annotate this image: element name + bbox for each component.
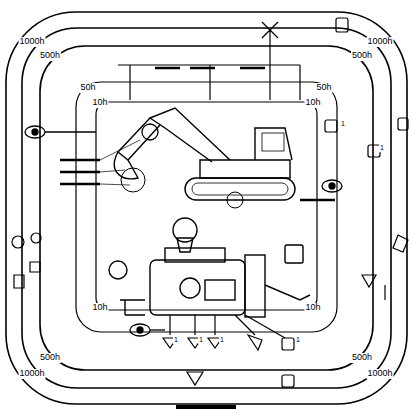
drawing-part [285,245,303,263]
callout-number: 1 [198,336,204,344]
callout-number: 1 [173,336,179,344]
drawing-part [114,152,138,179]
drawing-part [142,124,158,140]
drawing-part [209,65,210,100]
drawing-part [398,118,408,130]
drawing-part [129,65,130,100]
drawing-part [180,278,200,298]
drawing-part [245,315,285,338]
drawing-part [262,133,284,151]
drawing-part [282,375,294,387]
drawing-part [155,67,265,70]
callout-number: 1 [379,144,385,152]
interval-label: 500h [39,51,61,61]
interval-label: 50h [79,83,96,93]
interval-label: 500h [351,51,373,61]
drawing-part [150,260,245,315]
interval-label: 1000h [366,37,393,47]
drawing-part [205,280,235,300]
drawing-part [150,329,165,330]
ring-500h [40,46,373,370]
drawing-part [100,140,140,185]
ring-10h [96,102,317,310]
drawing-part [262,22,278,100]
drawing-part [12,236,24,248]
check-eyes [25,124,342,336]
drawing-part [118,64,300,65]
drawing-part [362,275,376,287]
drawing-part [214,315,215,335]
drawing-part [118,118,160,160]
drawing-part [169,315,170,335]
drawing-part [336,18,348,32]
drawing-part [300,199,335,201]
side-grease-points [60,140,335,200]
ring-50h [76,82,337,332]
drawing-part [165,248,225,262]
interval-label: 500h [351,353,373,363]
drawing-part [31,233,41,243]
interval-label: 1000h [18,369,45,379]
drawing-part [245,255,265,317]
drawing-part [299,65,300,100]
drawing-part [325,120,337,132]
drawing-part [14,262,40,288]
interval-label: 10h [91,303,108,313]
drawing-part [150,108,230,162]
excavator [114,108,295,208]
interval-label: 10h [304,98,321,108]
drawing-part [177,238,193,252]
drawing-part [329,183,335,189]
interval-label: 10h [304,303,321,313]
interval-label: 500h [39,353,61,363]
drawing-part [6,12,407,404]
drawing-part [200,160,290,178]
edge-icons [12,118,408,300]
callout-number: 1 [295,336,301,344]
interval-label: 1000h [18,37,45,47]
callout-number: 1 [340,120,346,128]
interval-label: 1000h [366,369,393,379]
drawing-part [194,315,195,335]
outer-border [6,12,407,404]
drawing-part [282,338,294,350]
interval-label: 10h [91,98,108,108]
drawing-part [130,324,150,336]
interval-label: 50h [315,83,332,93]
drawing-part [137,327,143,333]
drawing-part [235,315,255,335]
drawing-part [185,178,295,200]
drawing-part [393,235,408,252]
drawing-part [255,128,292,160]
drawing-part [265,285,310,300]
callout-number: 1 [219,336,225,344]
drawing-part [45,131,96,132]
drawing-part [227,192,243,208]
drawing-part [60,160,100,184]
footer-mark [176,405,236,409]
drawing-part [322,180,342,192]
top-lubrication [118,18,348,100]
ring-1000h [22,28,391,388]
drawing-part [25,126,45,138]
drawing-part [121,168,145,192]
drawing-part [248,335,262,350]
bottom-points [163,315,294,387]
drawing-part [384,285,385,300]
drawing-part [120,300,145,315]
drawing-part [32,129,38,135]
drawing-part [187,372,203,385]
drawing-part [109,261,127,279]
engine [109,218,310,317]
